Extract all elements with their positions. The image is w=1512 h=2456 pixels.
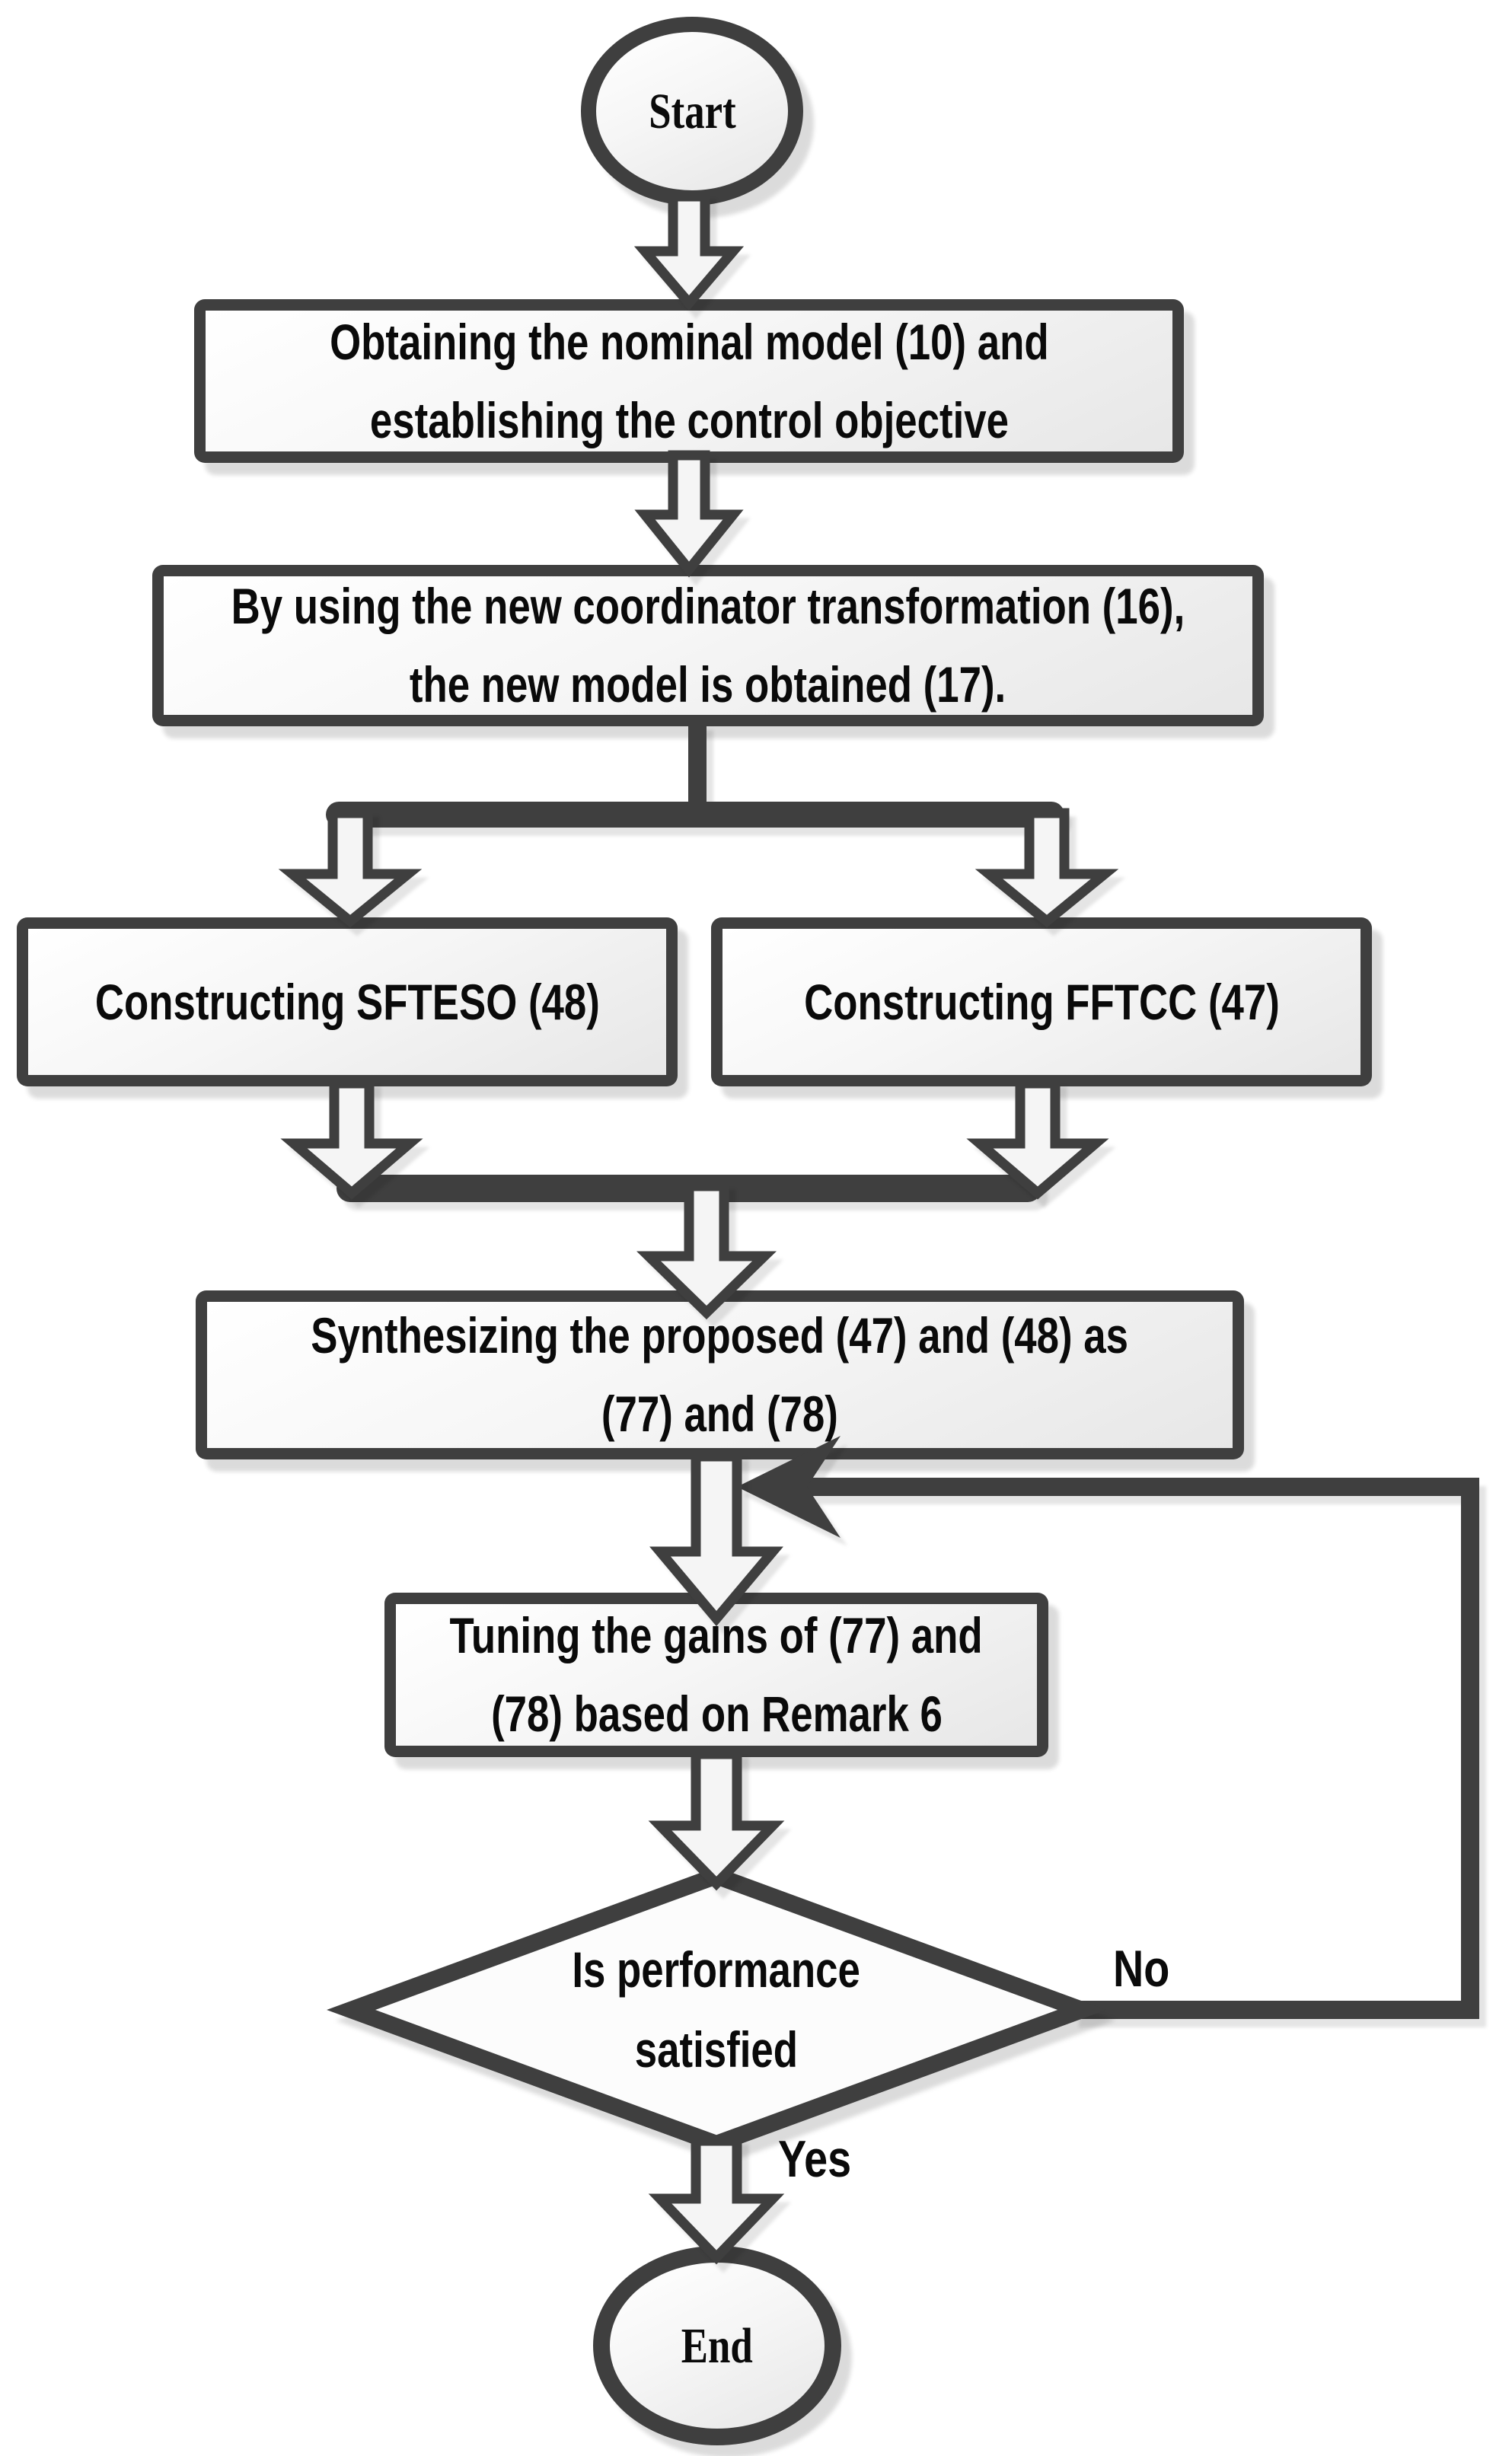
- process-constructing-fftcc: Constructing FFTCC (47): [711, 917, 1372, 1086]
- constructing-sfteso-label: Constructing SFTESO (48): [94, 973, 600, 1030]
- decision-line2: satisfied: [634, 2021, 799, 2078]
- arrow-decision-to-end-yes: [648, 2135, 785, 2265]
- start-terminator: Start: [581, 17, 803, 206]
- process-obtain-nominal-model: Obtaining the nominal model (10) and est…: [194, 299, 1184, 463]
- decision-line1: Is performance: [572, 1941, 861, 1998]
- edge-label-no: No: [1113, 1940, 1170, 1998]
- end-terminator: End: [593, 2246, 841, 2445]
- tuning-line2: (78) based on Remark 6: [490, 1686, 943, 1742]
- edge-label-yes: Yes: [778, 2130, 852, 2188]
- arrow-fftcc-to-merge: [966, 1078, 1109, 1200]
- arrow-sfteso-to-merge: [280, 1078, 423, 1200]
- process-transform-line2: the new model is obtained (17).: [410, 656, 1006, 713]
- process-tuning-gains: Tuning the gains of (77) and (78) based …: [384, 1593, 1048, 1757]
- synthesizing-line2: (77) and (78): [601, 1386, 838, 1442]
- arrow-start-to-step1: [633, 191, 745, 311]
- tuning-line1: Tuning the gains of (77) and: [449, 1607, 984, 1663]
- connector-step2-to-splitbar: [688, 722, 707, 813]
- process-synthesizing: Synthesizing the proposed (47) and (48) …: [196, 1290, 1244, 1459]
- merge-bar: [337, 1175, 1041, 1202]
- split-bar: [326, 802, 1064, 828]
- process-obtain-line2: establishing the control objective: [369, 391, 1009, 448]
- arrow-split-to-sfteso: [278, 808, 423, 928]
- arrow-step1-to-step2: [634, 450, 744, 578]
- arrow-tuning-to-decision: [648, 1749, 785, 1891]
- process-obtain-line1: Obtaining the nominal model (10) and: [329, 313, 1049, 370]
- process-constructing-sfteso: Constructing SFTESO (48): [17, 917, 678, 1086]
- start-label: Start: [648, 83, 736, 139]
- process-coordinator-transformation: By using the new coordinator transformat…: [152, 565, 1264, 726]
- end-label: End: [681, 2317, 753, 2374]
- decision-text: Is performance satisfied: [488, 1930, 945, 2090]
- synthesizing-line1: Synthesizing the proposed (47) and (48) …: [311, 1307, 1129, 1364]
- constructing-fftcc-label: Constructing FFTCC (47): [803, 973, 1280, 1030]
- process-transform-line1: By using the new coordinator transformat…: [231, 578, 1185, 634]
- arrow-split-to-fftcc: [975, 808, 1119, 928]
